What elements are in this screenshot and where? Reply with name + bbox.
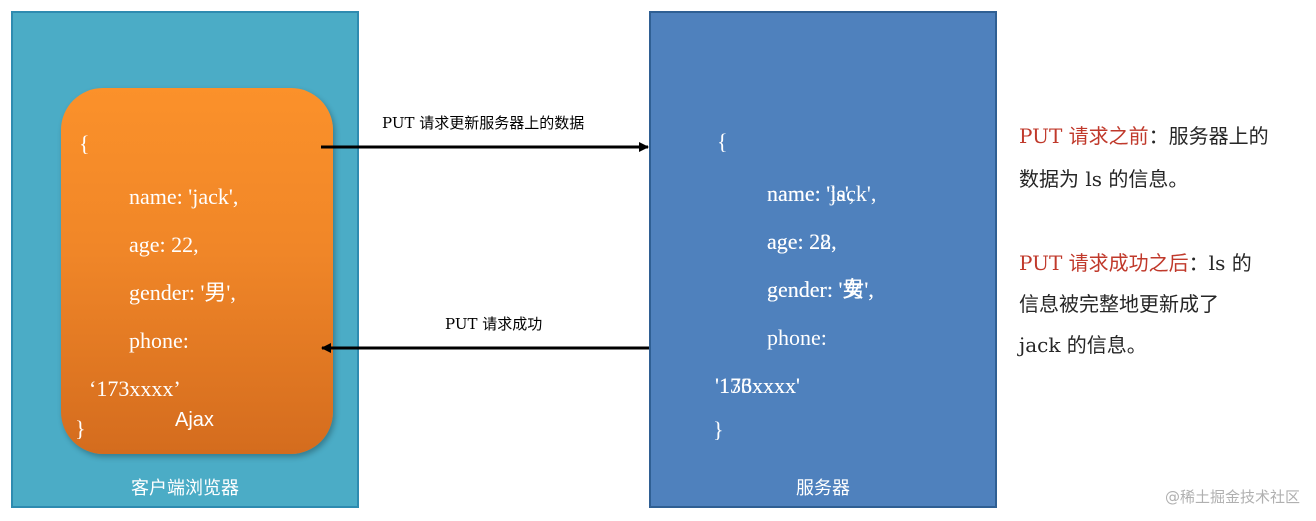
server-code-age-old: age: 28, (767, 229, 837, 254)
client-code-name: name: 'jack', (129, 184, 239, 209)
server-code-phone-value-new: '173xxxx' (715, 373, 800, 398)
note-before-highlight: PUT 请求之前 (1019, 124, 1149, 148)
note-after: PUT 请求成功之后：ls 的 信息被完整地更新成了 jack 的信息。 (1019, 252, 1252, 357)
watermark: @稀土掘金技术社区 (1164, 488, 1300, 506)
server-code-name-old: name: 'ls', (767, 181, 855, 206)
server-panel: { name: 'ls', name: 'jack', age: 28, age… (649, 11, 997, 508)
client-code-open-brace: { (79, 131, 90, 156)
client-code-age: age: 22, (129, 232, 199, 257)
client-code-close-brace: } (75, 416, 86, 441)
client-request-body: { name: 'jack', age: 22, gender: '男', ph… (61, 88, 333, 454)
note-before-text-2: 数据为 ls 的信息。 (1019, 167, 1189, 191)
ajax-label: Ajax (175, 409, 214, 431)
client-code-gender: gender: '男', (129, 280, 236, 305)
client-browser-panel: { name: 'jack', age: 22, gender: '男', ph… (11, 11, 359, 508)
note-after-text-2: 信息被完整地更新成了 (1019, 292, 1219, 316)
server-code-phone: phone: (767, 325, 827, 350)
server-code-gender-new: gender: '男', (767, 277, 874, 302)
response-arrow-label: PUT 请求成功 (445, 315, 543, 333)
note-before-text-1: ：服务器上的 (1148, 124, 1269, 148)
server-panel-label: 服务器 (796, 478, 850, 499)
client-panel-label: 客户端浏览器 (131, 478, 239, 499)
server-code-open-brace: { (717, 129, 728, 154)
server-code-name-new: name: 'jack', (767, 181, 877, 206)
note-after-text-1: ：ls 的 (1188, 251, 1252, 275)
note-before: PUT 请求之前：服务器上的 数据为 ls 的信息。 (1019, 125, 1269, 191)
server-code-phone-value-old: '136xxxx' (715, 373, 800, 398)
client-code-phone: phone: (129, 328, 189, 353)
request-arrow-label: PUT 请求更新服务器上的数据 (382, 114, 585, 132)
note-after-highlight: PUT 请求成功之后 (1019, 251, 1189, 275)
server-code-close-brace: } (713, 417, 724, 442)
client-code-phone-value: ‘173xxxx’ (89, 376, 181, 401)
server-code-age-new: age: 22, (767, 229, 837, 254)
server-code-gender-old: gender: '女', (767, 277, 874, 302)
note-after-text-3: jack 的信息。 (1019, 333, 1147, 357)
